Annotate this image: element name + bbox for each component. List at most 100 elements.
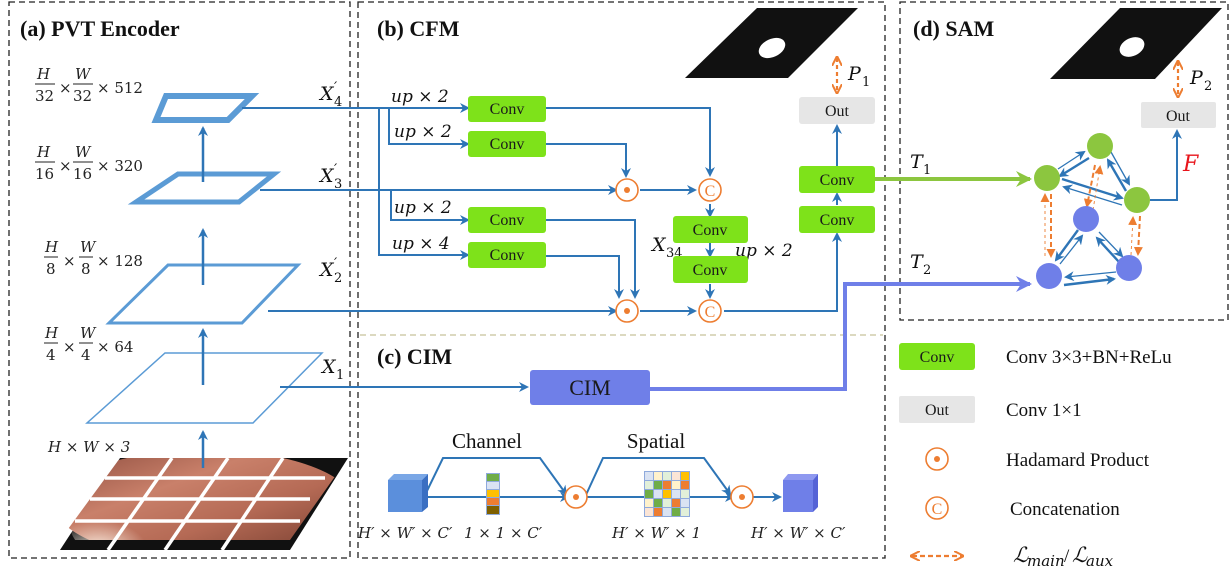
spatial-map-cell (645, 490, 653, 498)
spatial-map-cell (663, 481, 671, 489)
times-sign: × (63, 338, 76, 356)
spatial-map-cell (681, 508, 689, 516)
encoder-panel-border (8, 1, 351, 559)
x3-label: X′3 (318, 162, 342, 192)
legend-item-out: Out Conv 1×1 (899, 396, 1082, 423)
x2-label: X′2 (318, 256, 342, 286)
svg-text:Conv: Conv (490, 247, 525, 264)
times-sign: × (63, 252, 76, 270)
cfm-conv-blocks: Conv Conv Conv Conv Conv Conv Conv Conv … (468, 96, 875, 283)
output-feature-cube (783, 474, 818, 512)
spatial-map-cell (681, 499, 689, 507)
upsample-label: up × 2 (394, 198, 452, 218)
fraction-denominator: 16 (73, 165, 92, 183)
conv-block: Conv (468, 131, 546, 157)
fraction-denominator: 8 (81, 260, 91, 278)
legend-item-concat: C Concatenation (925, 496, 1120, 520)
fraction-numerator: W (80, 238, 97, 256)
conv-block: Conv (468, 96, 546, 122)
out-block-p2: Out (1141, 102, 1216, 128)
svg-text:Conv: Conv (820, 172, 855, 189)
input-image (60, 457, 348, 551)
p1-label: P 1 (847, 63, 870, 90)
upsample-label: up × 2 (391, 87, 449, 107)
spatial-map-cell (672, 490, 680, 498)
svg-text:Conv: Conv (820, 212, 855, 229)
fraction-denominator: 8 (46, 260, 56, 278)
prediction-mask-p2 (1050, 8, 1222, 79)
cfm-cim-panel-border (357, 1, 886, 559)
spatial-map-cell (654, 508, 662, 516)
conv-block-head-b: Conv (799, 206, 875, 233)
svg-text:1: 1 (336, 368, 344, 383)
prediction-mask-p1 (685, 8, 858, 78)
encoder-stage-labels: H 32 × W 32 × 512 H 16 × W 16 × 320 H 8 … (35, 65, 143, 456)
svg-text:X: X (320, 356, 337, 378)
spatial-map-cell (681, 481, 689, 489)
svg-text:X: X (650, 234, 667, 256)
svg-text:T: T (910, 151, 924, 173)
graph-node-fg (1087, 133, 1113, 159)
sam-loss-arrows (1040, 164, 1143, 258)
fraction-numerator: H (44, 238, 59, 256)
spatial-map-cell (654, 481, 662, 489)
svg-text:Conv: Conv (693, 262, 728, 279)
svg-text:1: 1 (923, 163, 931, 178)
t1-label: T 1 (910, 151, 931, 178)
spatial-map-cell (681, 490, 689, 498)
cim-title: (c) CIM (377, 344, 452, 369)
graph-node-bg (1116, 255, 1142, 281)
spatial-map-cell (672, 472, 680, 480)
cim-shape-channel: 1 × 1 × C′ (464, 524, 543, 542)
svg-text:C: C (705, 304, 716, 321)
svg-text:Hadamard Product: Hadamard Product (1006, 450, 1150, 471)
svg-text:C: C (932, 501, 943, 518)
graph-node-fg (1034, 165, 1060, 191)
stage-4-shape: H 32 × W 32 × 512 (35, 65, 143, 105)
stage-1-shape: H 4 × W 4 × 64 (44, 324, 133, 364)
fraction-numerator: W (75, 65, 92, 83)
upsample-labels: up × 2 up × 2 up × 2 up × 4 up × 2 (391, 87, 793, 261)
svg-text:P: P (1189, 67, 1204, 89)
spatial-map-cell (654, 490, 662, 498)
legend-item-hadamard: Hadamard Product (925, 447, 1150, 471)
upsample-label: up × 4 (392, 234, 450, 254)
sam-panel-border (899, 1, 1229, 321)
svg-text:X: X (318, 83, 335, 105)
f-connection (1150, 129, 1182, 201)
legend: Conv Conv 3×3+BN+ReLu Out Conv 1×1 Hadam… (899, 343, 1172, 570)
svg-text:2: 2 (1204, 79, 1212, 94)
svg-text:Conv: Conv (490, 101, 525, 118)
conv-block-head-a: Conv (799, 166, 875, 193)
svg-text:Out: Out (825, 103, 850, 120)
stage-3-shape: H 16 × W 16 × 320 (35, 143, 143, 183)
spatial-map-cell (663, 472, 671, 480)
graph-node-bg (1073, 206, 1099, 232)
fraction-denominator: 4 (46, 346, 56, 364)
fraction-numerator: W (75, 143, 92, 161)
spatial-map-cell (672, 481, 680, 489)
spatial-map-cell (663, 490, 671, 498)
cfm-operators: C C (615, 178, 722, 323)
svg-text:T: T (910, 251, 924, 273)
svg-text:2: 2 (334, 271, 342, 286)
sam-graph-edges (1054, 150, 1130, 287)
svg-text:/: / (1064, 546, 1070, 567)
channel-count: × 128 (97, 252, 143, 270)
t2-label: T 2 (910, 251, 931, 278)
svg-text:C: C (705, 183, 716, 200)
spatial-map-cell (654, 472, 662, 480)
upsample-label: up × 2 (394, 122, 452, 142)
svg-text:Conv 3×3+BN+ReLu: Conv 3×3+BN+ReLu (1006, 347, 1172, 368)
svg-text:1: 1 (862, 75, 870, 90)
t2-connection (650, 276, 1032, 391)
upsample-label: up × 2 (735, 241, 793, 261)
svg-text:ℒ: ℒ (1013, 543, 1029, 567)
feature-map-stage-3 (127, 171, 282, 205)
fraction-denominator: 32 (73, 87, 92, 105)
feature-map-stage-1 (85, 352, 324, 424)
svg-text:CIM: CIM (569, 375, 611, 400)
spatial-label: Spatial (627, 429, 685, 453)
